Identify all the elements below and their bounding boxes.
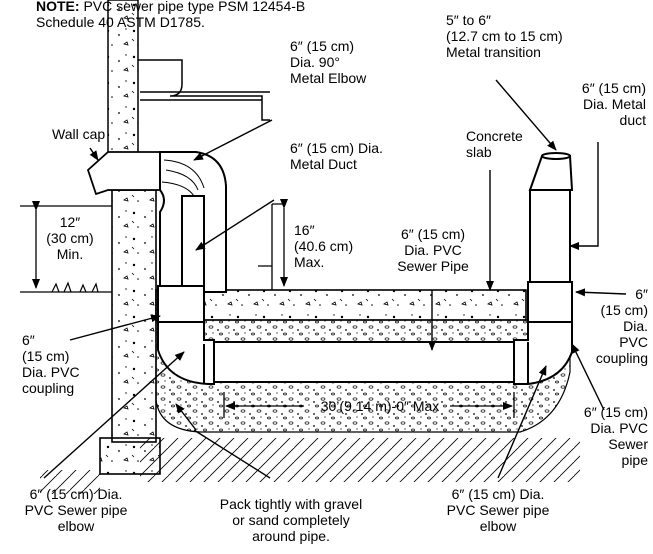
concrete-slab: [155, 289, 527, 321]
spec-note: NOTE: PVC sewer pipe type PSM 12454-B Sc…: [36, 0, 305, 30]
label-run-length: 30’(9.14 m)-0″ Max: [320, 398, 440, 414]
label-metal-duct-center: 6″ (15 cm) Dia. Metal Duct: [290, 140, 383, 172]
pvc-coupling-left: [157, 285, 205, 323]
metal-duct-left: [181, 195, 205, 293]
label-pvc-elbow-center: 6″ (15 cm) Dia. PVC Sewer pipe elbow: [446, 486, 550, 534]
label-wall-cap: Wall cap: [52, 126, 106, 142]
label-gravel-pack: Pack tightly with gravel or sand complet…: [219, 496, 363, 544]
label-metal-duct-right: 6″ (15 cm) Dia. Metal duct: [581, 80, 646, 128]
dimension-12in: [20, 201, 112, 293]
label-dimension-12in: 12″ (30 cm) Min.: [46, 214, 94, 262]
leader-arrows: [43, 79, 627, 479]
metal-transition: [528, 152, 574, 191]
note-line-1: PVC sewer pipe type PSM 12454-B: [83, 0, 306, 14]
label-metal-elbow: 6″ (15 cm) Dia. 90° Metal Elbow: [290, 38, 367, 86]
label-pvc-coupling-right: 6″ (15 cm) Dia. PVC coupling: [595, 286, 648, 366]
label-metal-transition: 5″ to 6″ (12.7 cm to 15 cm) Metal transi…: [446, 12, 563, 60]
note-prefix: NOTE:: [36, 0, 80, 14]
pvc-pipe: [213, 341, 515, 383]
label-pvc-elbow-right-side: 6″ (15 cm) Dia. PVC Sewer pipe: [583, 404, 648, 468]
label-dimension-16in: 16″ (40.6 cm) Max.: [294, 222, 354, 270]
foundation-wall: [99, 189, 161, 475]
dimension-16in: [258, 199, 288, 290]
pvc-elbow-left: [157, 321, 215, 385]
note-line-2: Schedule 40 ASTM D1785.: [36, 14, 205, 30]
label-concrete-slab: Concrete slab: [466, 128, 523, 160]
wall-cap: [86, 151, 161, 196]
dimension-30ft: [223, 392, 515, 418]
label-pvc-elbow-left: 6″ (15 cm) Dia. PVC Sewer pipe elbow: [24, 486, 128, 534]
label-pvc-coupling-left: 6″ (15 cm) Dia. PVC coupling: [22, 332, 80, 396]
label-pvc-sewer-pipe: 6″ (15 cm) Dia. PVC Sewer Pipe: [397, 226, 469, 274]
pvc-coupling-right: [527, 281, 573, 323]
earth-fill: [40, 438, 580, 494]
metal-duct-right: [529, 189, 571, 283]
grade-line: [38, 281, 112, 293]
